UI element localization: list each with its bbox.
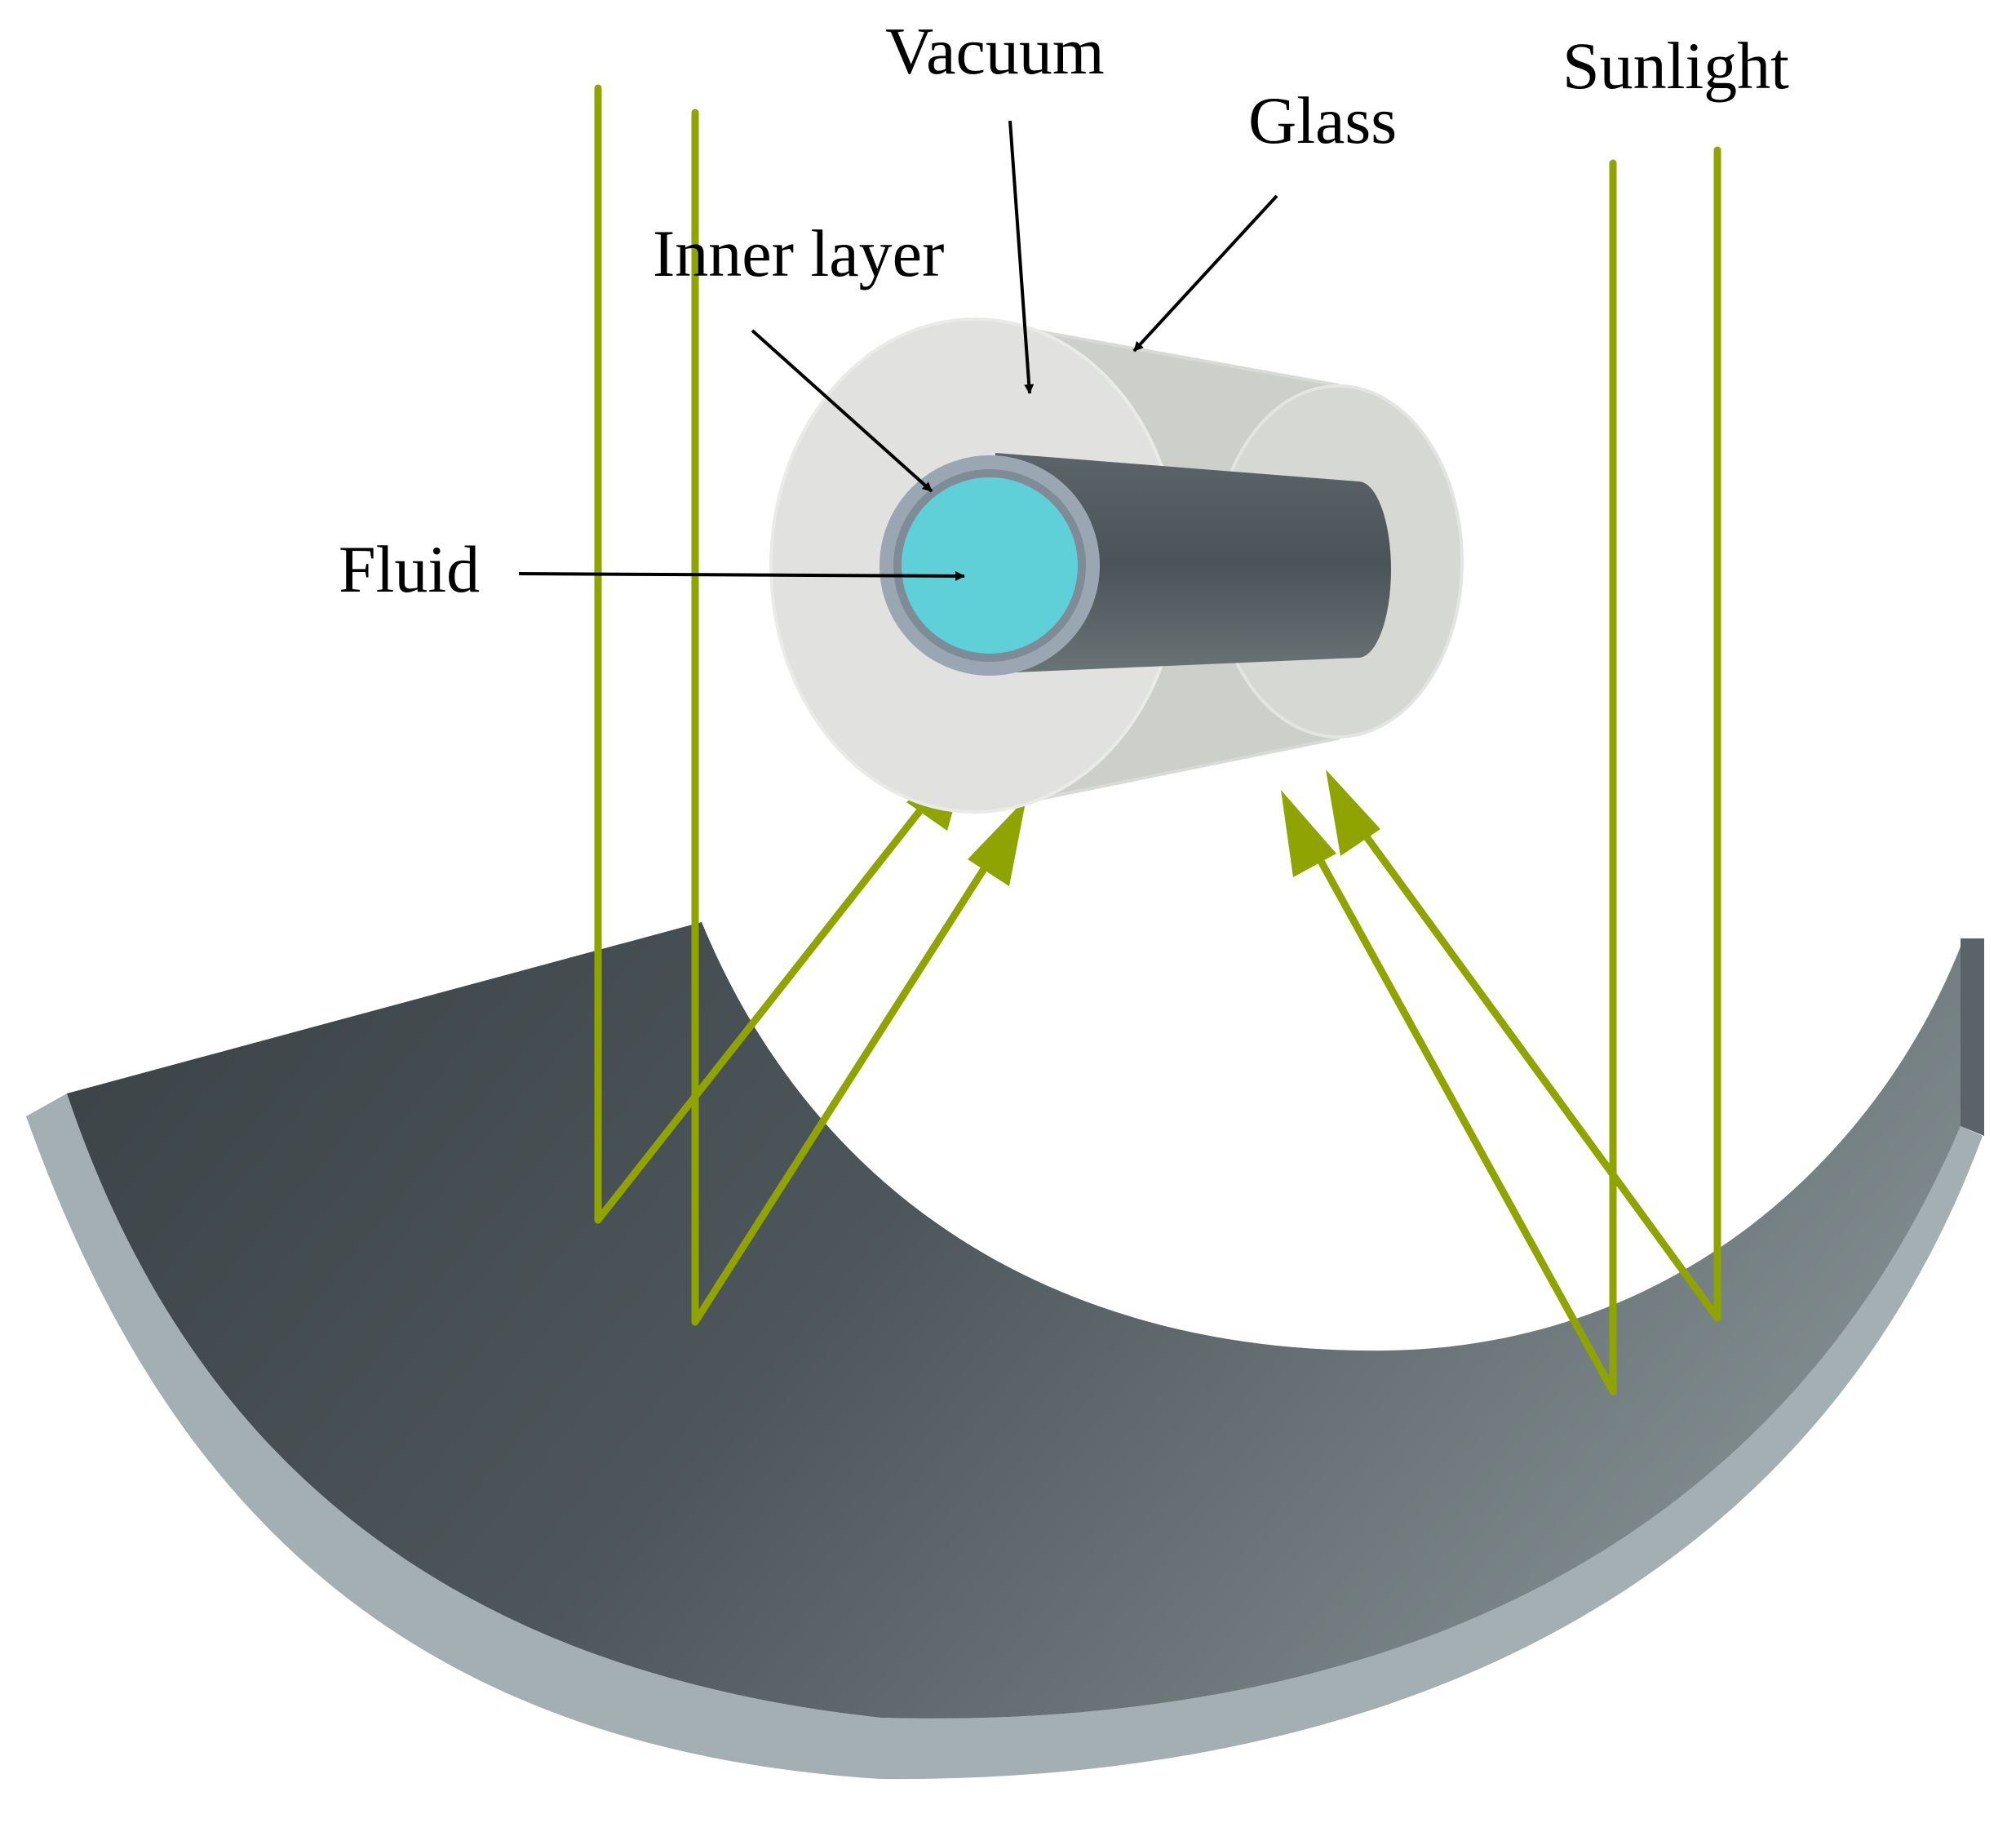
- reflected-ray-3: [1305, 836, 1617, 1395]
- ray-head-2: [968, 798, 1026, 886]
- sunlight-label: Sunlight: [1562, 29, 1789, 103]
- fluid-label: Fluid: [339, 532, 480, 606]
- receiver-tube: [769, 317, 1464, 814]
- reflected-ray-2: [691, 841, 1004, 1326]
- text-labels: Vacuum Glass Sunlight Inner layer Fluid: [339, 14, 1789, 606]
- mirror-end-face: [1961, 938, 1984, 1136]
- incident-rays: [594, 84, 1721, 1395]
- reflected-ray-4: [1350, 816, 1721, 1322]
- ray-head-3: [1281, 790, 1336, 877]
- reflected-ray-1: [594, 783, 942, 1224]
- parabolic-mirror: [26, 922, 1984, 1780]
- vacuum-label: Vacuum: [885, 14, 1105, 88]
- fluid-pointer: [518, 570, 965, 581]
- glass-pointer: [1132, 194, 1278, 353]
- reflected-rays: [594, 783, 1721, 1395]
- absorber-tube-body: [995, 453, 1391, 673]
- ray-head-4: [1326, 770, 1380, 856]
- mirror-surface: [67, 922, 1961, 1719]
- vacuum-pointer: [1008, 120, 1035, 394]
- label-pointers: [518, 120, 1278, 581]
- working-fluid: [902, 477, 1078, 654]
- inner-layer-pointer: [751, 329, 933, 493]
- glass-label: Glass: [1248, 83, 1397, 157]
- inner-layer-label: Inner layer: [653, 216, 944, 291]
